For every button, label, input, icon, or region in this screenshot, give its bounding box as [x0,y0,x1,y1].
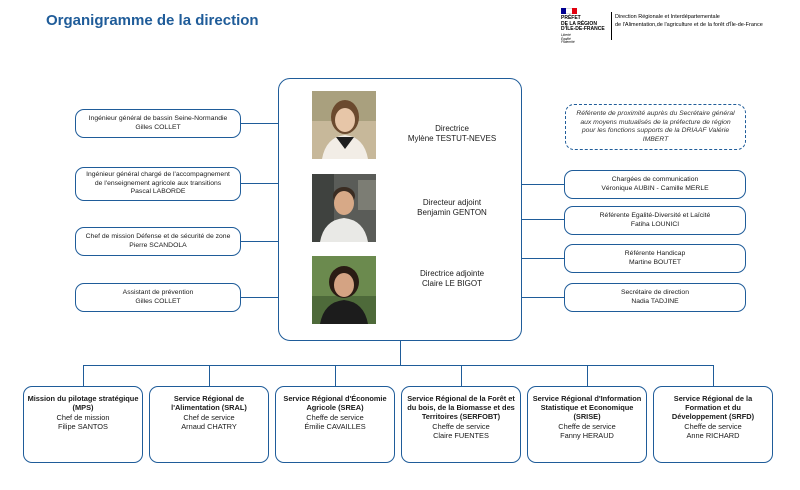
service-person: Filipe SANTOS [58,422,108,431]
box-name: Gilles COLLET [135,123,181,131]
prefecture-logo: PRÉFET DE LA RÉGION D'ÎLE-DE-FRANCE Libe… [561,8,611,45]
service-name: Service Régional d'Économie Agricole (SR… [283,394,387,412]
connector-line [587,365,588,386]
right-box-communication: Chargées de communication Véronique AUBI… [564,170,746,199]
box-name: Pierre SCANDOLA [129,241,187,249]
service-person: Anne RICHARD [686,431,740,440]
logo-motto: Liberté Égalité Fraternité [561,33,575,45]
service-name: Service Régional de la Forêt et du bois,… [407,394,515,421]
box-name: Fatiha LOUNICI [630,220,680,228]
connector-line [522,219,564,220]
service-person: Arnaud CHATRY [181,422,237,431]
page-title: Organigramme de la direction [46,12,259,29]
right-box-handicap: Référente Handicap Martine BOUTET [564,244,746,273]
left-box-defense: Chef de mission Défense et de sécurité d… [75,227,241,256]
box-role: Secrétaire de direction [620,289,689,296]
service-role: Chef de mission [56,413,110,422]
connector-line [241,183,278,184]
box-role: Chargées de communication [611,176,699,183]
right-note-referente: Référente de proximité auprès du Secréta… [565,104,746,150]
right-box-secretariat: Secrétaire de direction Nadia TADJINE [564,283,746,312]
service-box-mps: Mission du pilotage stratégique (MPS) Ch… [23,386,143,463]
service-box-srea: Service Régional d'Économie Agricole (SR… [275,386,395,463]
person-role: Directrice [435,124,469,133]
person-role: Directrice adjointe [419,269,485,278]
service-box-srise: Service Régional d'Information Statistiq… [527,386,647,463]
service-role: Chef de service [183,413,235,422]
connector-line [522,258,564,259]
service-box-serfobt: Service Régional de la Forêt et du bois,… [401,386,521,463]
direction-box: Directrice Mylène TESTUT-NEVES Directeur… [278,78,522,341]
director-label: Directrice Mylène TESTUT-NEVES [387,124,517,144]
left-box-prevention: Assistant de prévention Gilles COLLET [75,283,241,312]
french-flag-icon [561,8,577,14]
director-photo [312,91,376,159]
service-person: Émilie CAVAILLES [304,422,366,431]
service-name: Service Régional de l'Alimentation (SRAL… [171,394,247,412]
box-name: Pascal LABORDE [130,188,186,196]
connector-line [400,341,401,365]
service-person: Fanny HERAUD [560,431,614,440]
service-name: Service Régional d'Information Statistiq… [532,394,642,421]
connector-line [522,297,564,298]
box-name: Nadia TADJINE [631,297,679,305]
logo-text: PRÉFET DE LA RÉGION D'ÎLE-DE-FRANCE [561,15,605,32]
service-name: Mission du pilotage stratégique (MPS) [27,394,139,412]
service-role: Cheffe de service [432,422,490,431]
box-name: Véronique AUBIN - Camille MERLE [601,184,709,192]
left-box-enseignement: Ingénieur général chargé de l'accompagne… [75,167,241,201]
connector-line [238,297,278,298]
box-role: Assistant de prévention [122,289,194,296]
left-box-bassin: Ingénieur général de bassin Seine-Norman… [75,109,241,138]
box-role: Référente Handicap [624,250,686,257]
person-name: Mylène TESTUT-NEVES [407,134,497,143]
connector-line [461,365,462,386]
connector-line [83,365,713,366]
deputy-director-2-photo [312,256,376,324]
box-role: Ingénieur général de bassin Seine-Norman… [88,115,228,122]
box-name: Gilles COLLET [135,297,181,305]
service-box-srfd: Service Régional de la Formation et du D… [653,386,773,463]
service-role: Cheffe de service [306,413,364,422]
deputy-director-label: Directeur adjoint Benjamin GENTON [387,198,517,218]
service-person: Claire FUENTES [433,431,489,440]
box-role: Ingénieur général chargé de l'accompagne… [86,171,230,187]
connector-line [713,365,714,386]
service-name: Service Régional de la Formation et du D… [671,394,755,421]
service-role: Cheffe de service [684,422,742,431]
connector-line [209,365,210,386]
deputy-director-photo [312,174,376,242]
connector-line [83,365,84,386]
connector-line [522,184,564,185]
box-role: Référente Egalité-Diversité et Laïcité [599,212,711,219]
box-name: Martine BOUTET [628,258,682,266]
service-box-sral: Service Régional de l'Alimentation (SRAL… [149,386,269,463]
connector-line [238,123,278,124]
person-name: Benjamin GENTON [417,208,487,217]
service-role: Cheffe de service [558,422,616,431]
connector-line [238,241,278,242]
deputy-director-2-label: Directrice adjointe Claire LE BIGOT [387,269,517,289]
organization-name: Direction Régionale et Interdépartementa… [615,14,763,28]
right-box-egalite: Référente Egalité-Diversité et Laïcité F… [564,206,746,235]
person-role: Directeur adjoint [422,198,482,207]
logo-divider [611,12,612,40]
person-name: Claire LE BIGOT [421,279,482,288]
connector-line [335,365,336,386]
box-role: Chef de mission Défense et de sécurité d… [85,233,231,240]
